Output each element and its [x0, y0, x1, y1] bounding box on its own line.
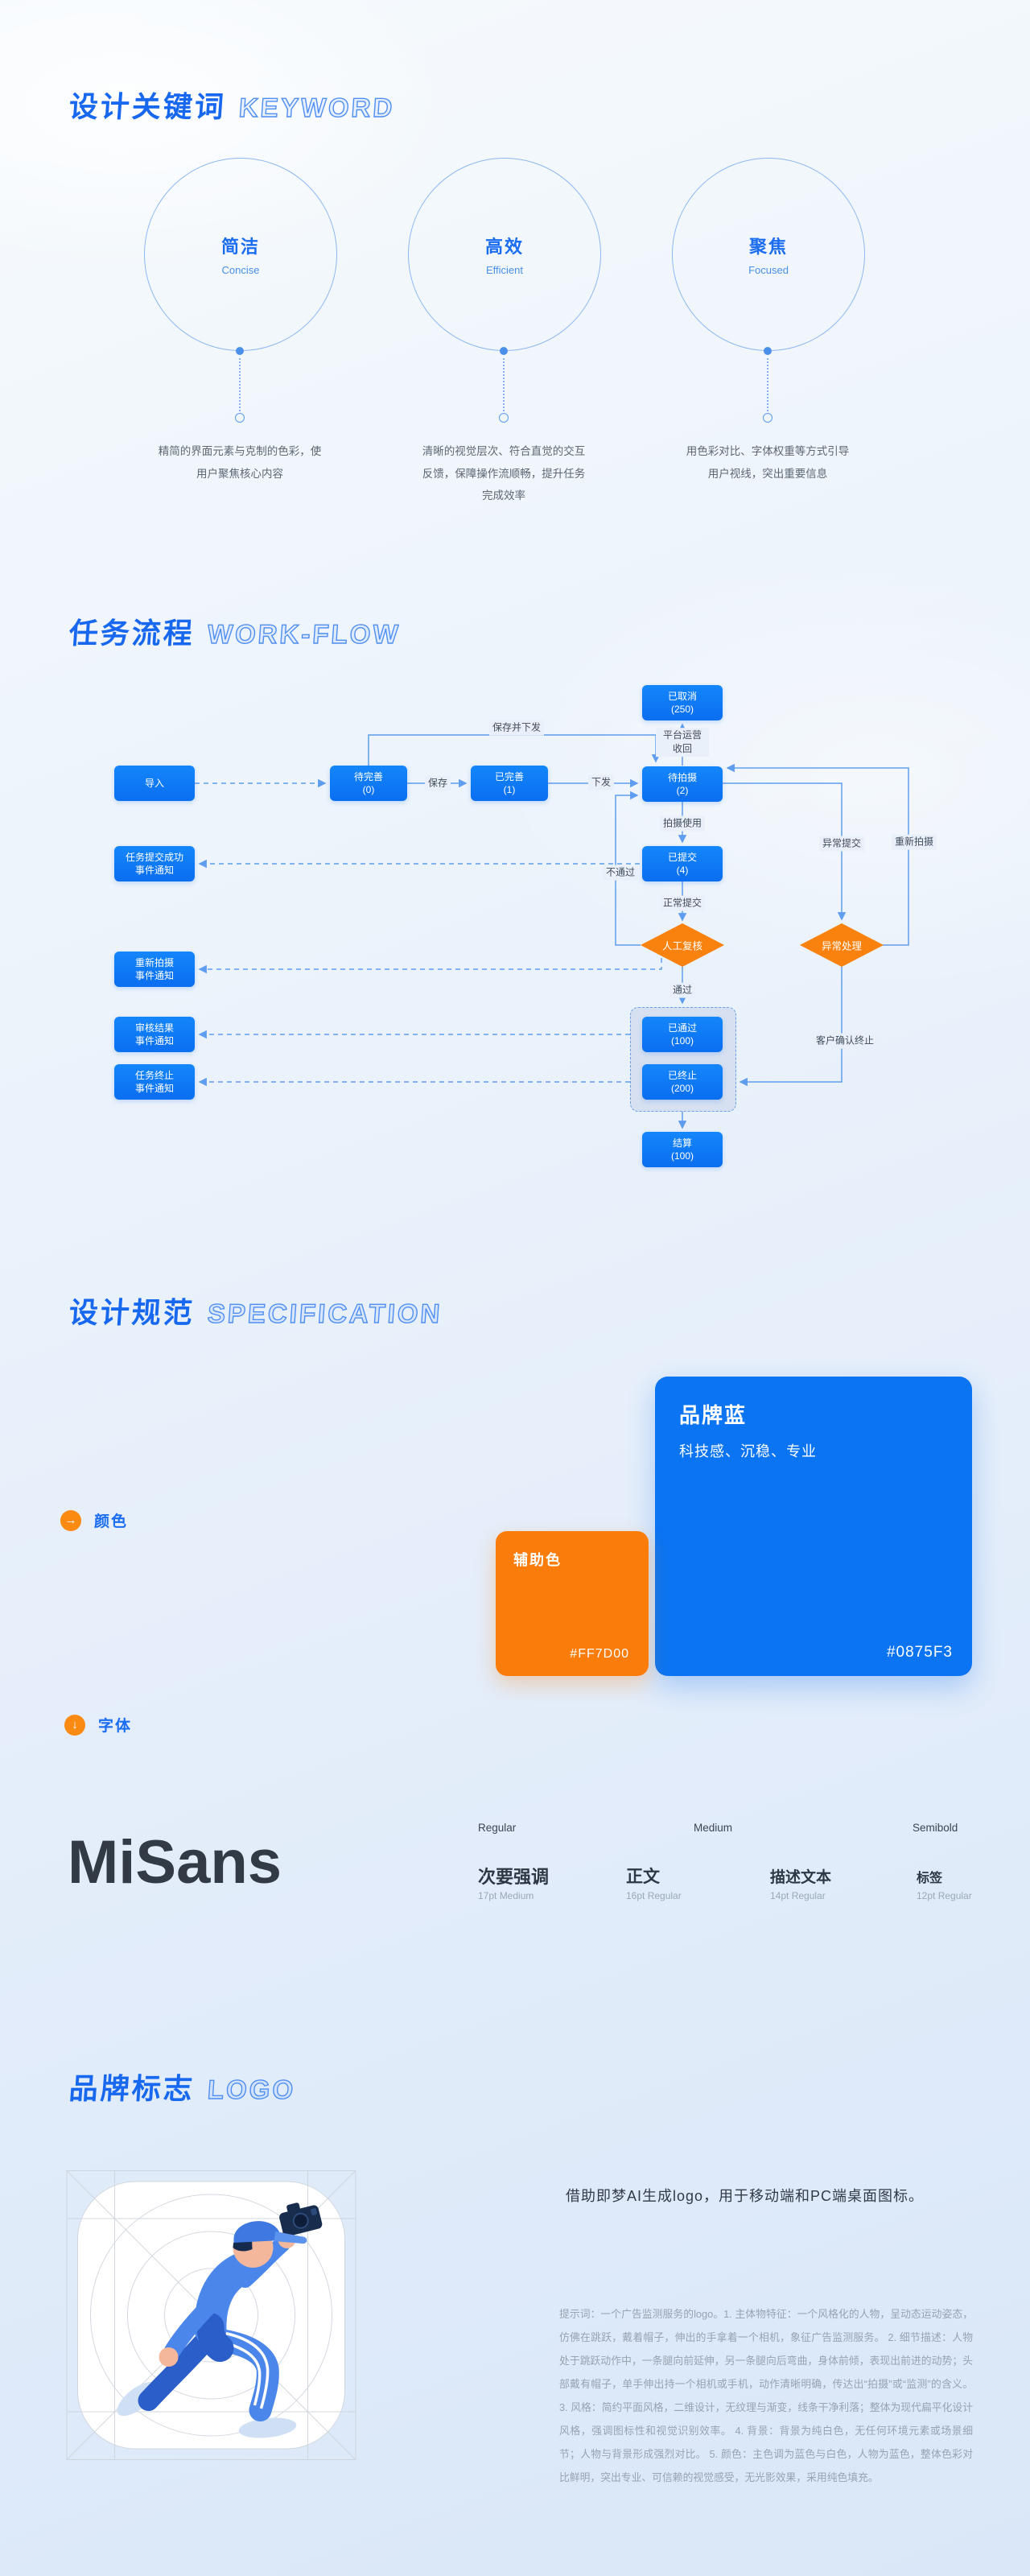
font-weight-semibold: Semibold — [913, 1822, 958, 1834]
dotted-line — [767, 358, 768, 411]
font-weight-medium: Medium — [694, 1822, 733, 1834]
flow-edge-label-dispatch: 下发 — [587, 774, 615, 791]
keyword-description: 用色彩对比、字体权重等方式引导用户视线，突出重要信息 — [686, 445, 850, 480]
type-spec: 16pt Regular — [626, 1890, 682, 1901]
flow-edge-label-pass: 通过 — [669, 982, 696, 998]
font-weight-regular: Regular — [478, 1822, 517, 1834]
connector-dot — [500, 347, 508, 355]
flow-edge-label-recall: 平台运营收回 — [656, 728, 709, 757]
arrow-down-icon: ↓ — [64, 1714, 85, 1736]
logo-illustration — [66, 2169, 356, 2461]
flow-edge-label-abnormal_submit: 异常提交 — [818, 836, 865, 852]
flow-edge-label-normal_submit: 正常提交 — [659, 895, 706, 911]
flow-node-cancel: 已取消(250) — [642, 685, 723, 720]
accent-color-card: 辅助色 #FF7D00 — [496, 1531, 649, 1676]
color-name: 品牌蓝 — [679, 1403, 748, 1427]
keyword-item-concise: 简洁 Concise 精简的界面元素与克制的色彩，使用户聚焦核心内容 — [144, 158, 337, 485]
keyword-title: 简洁 — [220, 237, 260, 257]
logo-lead-text: 借助即梦AI生成logo，用于移动端和PC端桌面图标。 — [566, 2188, 925, 2204]
flow-edge-label-client_term: 客户确认终止 — [812, 1033, 878, 1049]
keyword-circle: 聚焦 Focused — [672, 158, 865, 351]
flow-edge-label-save_dispatch: 保存并下发 — [488, 720, 545, 736]
type-sample: 次要强调 — [478, 1867, 550, 1887]
flow-edge-label-reshoot: 重新拍摄 — [891, 834, 937, 850]
keyword-item-focused: 聚焦 Focused 用色彩对比、字体权重等方式引导用户视线，突出重要信息 — [672, 158, 865, 485]
flow-edge-label-shoot_use: 拍摄使用 — [659, 815, 706, 832]
type-spec: 17pt Medium — [478, 1890, 534, 1901]
font-family-sample: MiSans — [68, 1828, 282, 1897]
type-sample: 正文 — [626, 1868, 660, 1886]
flow-node-import: 导入 — [114, 766, 195, 801]
flow-node-shoot: 待拍摄(2) — [642, 766, 723, 802]
flow-node-evt_review: 审核结果事件通知 — [114, 1017, 195, 1052]
brand-color-card: 品牌蓝 科技感、沉稳、专业 #0875F3 — [655, 1377, 972, 1676]
workflow-title-en: WORK-FLOW — [206, 618, 402, 649]
color-hex-value: #0875F3 — [886, 1644, 953, 1661]
flow-node-evt_reshoot: 重新拍摄事件通知 — [114, 952, 195, 987]
logo-section-title: 品牌标志 LOGO — [68, 2066, 297, 2107]
flow-node-terminated: 已终止(200) — [642, 1064, 723, 1100]
spec-title-en: SPECIFICATION — [206, 1298, 443, 1328]
flow-edge-label-save: 保存 — [424, 775, 451, 791]
connector-dot — [236, 347, 244, 355]
keyword-title-en: KEYWORD — [237, 92, 396, 122]
flow-node-evt_term: 任务终止事件通知 — [114, 1064, 195, 1100]
flow-diamond-label-exception: 异常处理 — [821, 940, 863, 952]
keyword-subtitle: Concise — [221, 264, 260, 276]
flow-node-evt_submit: 任务提交成功事件通知 — [114, 846, 195, 881]
color-name: 辅助色 — [513, 1552, 562, 1568]
dotted-line — [239, 358, 241, 411]
connector-dot — [764, 347, 772, 355]
keyword-description: 清晰的视觉层次、符合直觉的交互反馈，保障操作流顺畅，提升任务完成效率 — [422, 445, 586, 502]
logo-prompt-text: 提示词：一个广告监测服务的logo。1. 主体物特征：一个风格化的人物，呈动态运… — [559, 2308, 973, 2483]
type-spec: 12pt Regular — [917, 1890, 972, 1901]
flow-edge-label-fail: 不通过 — [602, 865, 639, 881]
spec-section-title: 设计规范 SPECIFICATION — [68, 1290, 443, 1331]
workflow-title-zh: 任务流程 — [68, 617, 196, 650]
keyword-title-zh: 设计关键词 — [68, 90, 228, 123]
logo-figure — [117, 2202, 323, 2438]
font-subsection-label: ↓ 字体 — [64, 1714, 132, 1736]
flow-node-settle: 结算(100) — [642, 1132, 723, 1167]
keyword-description: 精简的界面元素与克制的色彩，使用户聚焦核心内容 — [158, 445, 322, 480]
camera-icon — [279, 2202, 323, 2237]
connector-ring — [235, 413, 245, 423]
connector-ring — [499, 413, 509, 423]
workflow-section-title: 任务流程 WORK-FLOW — [68, 610, 402, 652]
flow-node-complete: 已完善(1) — [471, 766, 548, 801]
logo-title-zh: 品牌标志 — [68, 2072, 196, 2105]
connector-ring — [763, 413, 772, 423]
spec-title-zh: 设计规范 — [68, 1296, 196, 1329]
flow-node-passed: 已通过(100) — [642, 1017, 723, 1052]
keyword-title: 高效 — [484, 237, 524, 257]
type-sample: 标签 — [917, 1872, 943, 1885]
color-hex-value: #FF7D00 — [570, 1647, 629, 1661]
logo-title-en: LOGO — [206, 2074, 297, 2104]
type-spec: 14pt Regular — [770, 1890, 826, 1901]
flow-node-incomplete: 待完善(0) — [330, 766, 407, 801]
keyword-circle: 简洁 Concise — [144, 158, 337, 351]
dotted-line — [503, 358, 505, 411]
color-subsection-label: → 颜色 — [60, 1509, 128, 1531]
keyword-subtitle: Efficient — [485, 264, 523, 276]
keyword-title: 聚焦 — [748, 237, 788, 257]
color-description: 科技感、沉稳、专业 — [679, 1443, 817, 1459]
type-sample: 描述文本 — [770, 1869, 832, 1886]
keyword-circle: 高效 Efficient — [408, 158, 601, 351]
flow-node-submitted: 已提交(4) — [642, 846, 723, 881]
flow-diamond-label-review: 人工复核 — [661, 940, 703, 952]
keyword-section-title: 设计关键词 KEYWORD — [68, 84, 396, 126]
arrow-right-icon: → — [60, 1509, 81, 1531]
keyword-item-efficient: 高效 Efficient 清晰的视觉层次、符合直觉的交互反馈，保障操作流顺畅，提… — [408, 158, 601, 507]
keyword-subtitle: Focused — [748, 264, 789, 276]
